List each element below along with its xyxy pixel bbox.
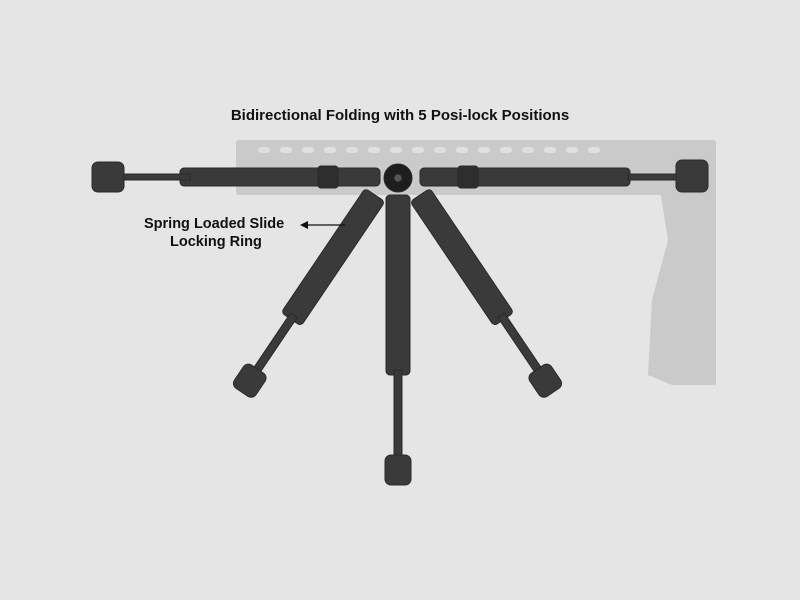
left-leg-upper xyxy=(179,167,381,187)
figure-title: Bidirectional Folding with 5 Posi-lock P… xyxy=(230,107,570,124)
left-leg-lower xyxy=(119,173,191,181)
left-diag-leg-upper xyxy=(282,189,384,326)
callout-line-1: Spring Loaded Slide xyxy=(144,216,285,232)
center-foot xyxy=(384,454,412,486)
bipod xyxy=(91,159,709,486)
right-leg-lower xyxy=(627,173,681,181)
right-lock-ring xyxy=(457,165,479,189)
right-foot xyxy=(675,159,709,193)
right-diag-leg-upper xyxy=(411,189,513,326)
left-arrow-icon xyxy=(300,221,345,229)
right-diag-leg-lower xyxy=(497,312,545,377)
right-diag-foot xyxy=(528,363,563,398)
center-leg-lower xyxy=(393,369,403,461)
right-leg-upper xyxy=(419,167,631,187)
left-foot xyxy=(91,161,125,193)
left-diag-leg-lower xyxy=(250,312,298,377)
left-diag-foot xyxy=(232,363,267,398)
callout-line-2: Locking Ring xyxy=(170,234,262,250)
left-lock-ring xyxy=(317,165,339,189)
center-leg-upper xyxy=(385,194,411,376)
